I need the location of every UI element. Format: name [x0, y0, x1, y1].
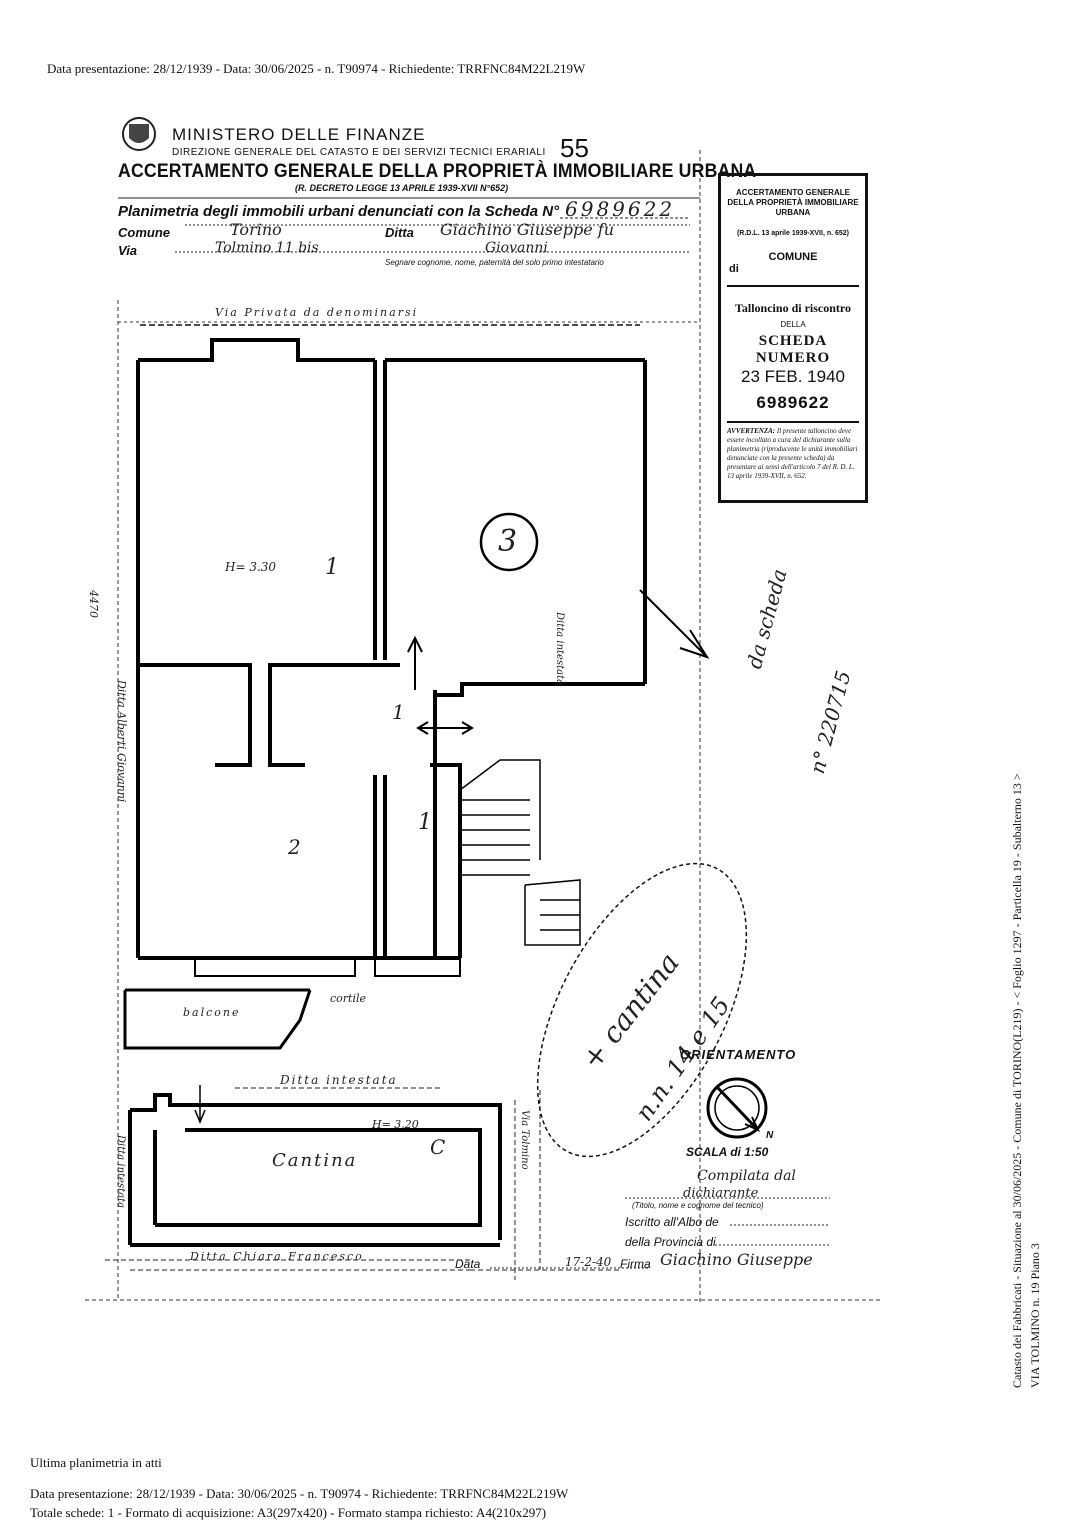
decree-reference: (R. DECRETO LEGGE 13 APRILE 1939-XVII N°…	[295, 183, 509, 193]
staircase	[459, 759, 581, 946]
page-mark: 55	[560, 133, 589, 163]
ditta-value: Giachino Giuseppe fu	[440, 220, 614, 239]
compiler-note: (Titolo, nome e cognome del tecnico)	[632, 1201, 764, 1210]
provincia-label: della Provincia di	[625, 1235, 716, 1249]
via-tolmino-label: Via Tolmino	[519, 1110, 530, 1170]
balcone	[123, 988, 312, 1050]
counterfoil-di-label: di	[729, 263, 739, 275]
header-line: Data presentazione: 28/12/1939 - Data: 3…	[47, 61, 586, 76]
counterfoil-warning-title: AVVERTENZA:	[727, 427, 776, 435]
north-label: N	[766, 1130, 774, 1141]
scheda-number-handwritten: 6989622	[565, 197, 676, 221]
cantina-label: Cantina	[272, 1150, 358, 1171]
cortile-label: cortile	[330, 992, 367, 1005]
direction-name: DIREZIONE GENERALE DEL CATASTO E DEI SER…	[172, 147, 546, 158]
coat-of-arms-icon	[122, 117, 156, 151]
room-3-circle	[479, 512, 539, 572]
hall-label: 1	[392, 700, 405, 724]
counterfoil-comune-label: COMUNE	[768, 251, 818, 263]
counterfoil-heading: ACCERTAMENTO GENERALE DELLA PROPRIETÀ IM…	[727, 188, 859, 217]
ditta-chiara-label: Ditta Chiara Francesco	[190, 1250, 364, 1263]
room-3-label: 3	[498, 524, 518, 559]
comune-label: Comune	[118, 225, 170, 240]
side-address-line: VIA TOLMINO n. 19 Piano 3	[1028, 1243, 1042, 1388]
ditta-label: Ditta	[385, 225, 414, 240]
left-margin-number: 4470	[87, 590, 100, 618]
scale-label: SCALA di 1:50	[686, 1145, 769, 1159]
balcone-label: balcone	[183, 1006, 241, 1019]
firma-label: Firma	[620, 1257, 651, 1271]
room-1-height: H= 3.30	[225, 560, 277, 574]
side-cadastral-line: Catasto dei Fabbricati - Situazione al 3…	[1010, 773, 1024, 1388]
signature-value: Giachino Giuseppe	[660, 1250, 813, 1269]
compass-icon	[706, 1077, 768, 1139]
compiler-value: dichiarante	[683, 1186, 759, 1201]
father-value: Giovanni	[485, 240, 548, 256]
ditta-intestata-left-label: Ditta intestata	[115, 1135, 126, 1209]
ditta-intestata-label: Ditta intestata	[280, 1073, 398, 1087]
ultima-planimetria: Ultima planimetria in atti	[30, 1455, 162, 1470]
comune-value: Torino	[230, 220, 282, 239]
via-value: Tolmino 11 bis	[215, 240, 319, 256]
footer-line-2: Totale schede: 1 - Formato di acquisizio…	[30, 1505, 547, 1520]
ditta-left-label: Ditta Alberti Giovanni	[115, 680, 128, 803]
cantina-mark: C	[430, 1135, 446, 1159]
via-label: Via	[118, 243, 138, 258]
room-2-label: 2	[288, 835, 301, 859]
counterfoil-number: 6989622	[756, 393, 830, 412]
orientamento-label: ORIENTAMENTO	[680, 1047, 797, 1062]
form-title: ACCERTAMENTO GENERALE DELLA PROPRIETÀ IM…	[118, 161, 757, 182]
room-1-label: 1	[325, 555, 339, 580]
iscritto-label: Iscritto all'Albo de	[625, 1215, 719, 1229]
owner-note: Segnare cognome, nome, paternità del sol…	[385, 258, 604, 267]
counterfoil-warning-text: Il presente talloncino deve essere incol…	[727, 427, 858, 480]
street-top-label: Via Privata da denominarsi	[215, 306, 419, 319]
stair-landing-label: 1	[418, 810, 432, 835]
planimetria-label: Planimetria degli immobili urbani denunc…	[118, 203, 560, 220]
ditta-right-label: Ditta intestata	[554, 612, 565, 686]
counterfoil-tagline: Talloncino di riscontro	[734, 301, 852, 315]
counterfoil-della: DELLA	[780, 320, 806, 329]
counterfoil-stamp-date: 23 FEB. 1940	[741, 367, 845, 386]
cantina-height: H= 3,20	[372, 1118, 419, 1131]
cantina	[128, 1093, 502, 1247]
date-label: Data	[455, 1257, 481, 1271]
counterfoil-box: ACCERTAMENTO GENERALE DELLA PROPRIETÀ IM…	[718, 173, 868, 503]
counterfoil-law: (R.D.L. 13 aprile 1939-XVII, n. 652)	[736, 230, 850, 237]
counterfoil-scheda-label: SCHEDA NUMERO	[755, 333, 831, 366]
compilata-label: Compilata dal	[697, 1168, 796, 1184]
date-value: 17-2-40	[565, 1255, 612, 1269]
footer-line-1: Data presentazione: 28/12/1939 - Data: 3…	[30, 1486, 569, 1501]
ministry-name: MINISTERO DELLE FINANZE	[172, 125, 426, 144]
cantine-ellipse	[536, 862, 748, 1158]
